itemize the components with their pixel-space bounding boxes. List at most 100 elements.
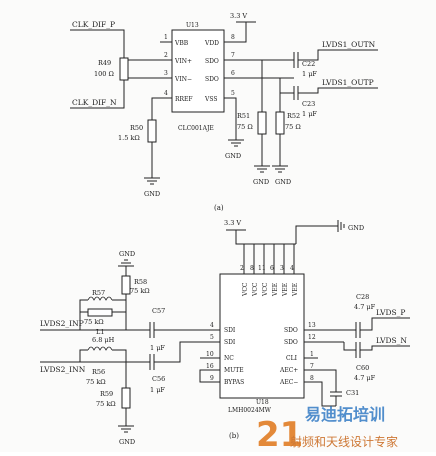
caption-a: (a) bbox=[214, 204, 224, 212]
l1-value: 6.8 μH bbox=[92, 336, 115, 344]
ic-u13-pinnum-1: 1 bbox=[164, 34, 168, 41]
ic-u13-pinnum-2: 2 bbox=[164, 52, 168, 59]
ic-u18-pinnum-5: 5 bbox=[210, 334, 214, 341]
ic-u13-pin-sdo1: SDO bbox=[205, 58, 219, 65]
ic-u18-pin-sdo2: SDO bbox=[284, 339, 298, 346]
r52-ref: R52 bbox=[287, 112, 300, 120]
r59-ref: R59 bbox=[100, 390, 113, 398]
ground-symbol-vss bbox=[228, 139, 244, 147]
label-lvds1-outp: LVDS1_OUTP bbox=[322, 78, 374, 87]
ground-symbol-r50 bbox=[144, 177, 160, 185]
inductor-upper bbox=[87, 296, 113, 301]
ic-u18-pinnum-7: 7 bbox=[310, 363, 314, 370]
label-lvds-p: LVDS_P bbox=[376, 308, 405, 317]
c22-value: 1 μF bbox=[302, 70, 317, 78]
ic-u18-pinnum-4: 4 bbox=[210, 322, 214, 329]
ic-u18-ref: U18 bbox=[256, 399, 269, 406]
ic-u18-pinnum-1: 1 bbox=[310, 351, 314, 358]
c57-value: 1 μF bbox=[150, 344, 165, 352]
resistor-r50 bbox=[147, 119, 157, 143]
resistor-r58 bbox=[121, 275, 131, 295]
r58-ref: R58 bbox=[134, 278, 147, 286]
ic-u18-pin-bypas: BYPAS bbox=[224, 379, 244, 386]
l1-ref: L1 bbox=[96, 328, 104, 336]
ic-u13-pinnum-5: 5 bbox=[231, 90, 235, 97]
ic-u13-pin-rref: RREF bbox=[175, 96, 193, 103]
watermark-big-number: 21 bbox=[256, 415, 303, 452]
r51-value: 75 Ω bbox=[237, 123, 253, 131]
ic-u18-top-pin-6: VEE bbox=[292, 283, 299, 297]
r50-ref: R50 bbox=[130, 124, 143, 132]
caption-b: (b) bbox=[229, 432, 239, 440]
ic-u13-ref: U13 bbox=[186, 22, 199, 29]
ic-u18-pin-aecn: AEC− bbox=[279, 379, 298, 386]
ground-symbol-r59 bbox=[118, 425, 134, 433]
ic-u13-pin-sdo2: SDO bbox=[205, 76, 219, 83]
gnd-label-b1: GND bbox=[119, 250, 135, 258]
capacitor-c23 bbox=[293, 86, 299, 100]
ic-u13-pin-vss: VSS bbox=[204, 96, 217, 103]
resistor-r57 bbox=[87, 308, 113, 317]
ic-u18-pinnum-9: 9 bbox=[210, 375, 214, 382]
gnd-label-a3: GND bbox=[275, 178, 291, 186]
ic-u18-top-pin-5: VEE bbox=[282, 283, 289, 297]
ic-u18-body bbox=[219, 273, 305, 399]
ic-u18-pin-aecp: AEC+ bbox=[279, 367, 298, 374]
diagram-a: U13 CLC001AJE VBB VIN+ VIN− RREF VDD SDO… bbox=[70, 12, 378, 212]
ic-u18-top-pin-1: VCC bbox=[242, 282, 249, 297]
c60-value: 4.7 μF bbox=[354, 374, 376, 382]
ic-u18-pinnum-13: 13 bbox=[308, 322, 316, 329]
capacitor-c28 bbox=[355, 322, 361, 338]
ic-u18-top-pinnum-5: 3 bbox=[280, 265, 284, 272]
ic-u13-body bbox=[171, 29, 225, 113]
ic-u13-part: CLC001AJE bbox=[178, 125, 214, 132]
capacitor-c56 bbox=[149, 354, 155, 370]
capacitor-c22 bbox=[293, 52, 299, 68]
watermark-top-text: 易迪拓培训 bbox=[305, 405, 385, 424]
gnd-label-b2: GND bbox=[119, 438, 135, 446]
c22-ref: C22 bbox=[302, 60, 315, 68]
capacitor-c60 bbox=[355, 342, 361, 358]
ic-u13-pin-vdd: VDD bbox=[204, 40, 219, 47]
ic-u13-pinnum-4: 4 bbox=[164, 90, 168, 97]
resistor-r49 bbox=[119, 57, 129, 81]
gnd-label-a1: GND bbox=[144, 190, 160, 198]
r58-value: 75 kΩ bbox=[130, 287, 150, 295]
ic-u13-pinnum-7: 7 bbox=[231, 52, 235, 59]
resistor-r52 bbox=[275, 111, 285, 135]
c23-value: 1 μF bbox=[302, 110, 317, 118]
ic-u18-top-pin-3: VCC bbox=[262, 282, 269, 297]
r51-ref: R51 bbox=[237, 112, 250, 120]
ic-u13-pinnum-6: 6 bbox=[231, 70, 235, 77]
inductor-lower bbox=[87, 346, 113, 351]
gnd-label-b-top: GND bbox=[348, 224, 364, 232]
ic-u18-pinnum-16: 16 bbox=[206, 363, 214, 370]
diagram-b: U18 LMH0024MW 3.3 V GND 2 8 11 6 3 4 VCC… bbox=[40, 219, 410, 446]
r59-value: 75 kΩ bbox=[96, 400, 116, 408]
r49-ref: R49 bbox=[98, 59, 111, 67]
ic-u18-pin-nc: NC bbox=[224, 355, 234, 362]
supply-label-a: 3.3 V bbox=[230, 12, 247, 20]
r56-ref: R56 bbox=[92, 368, 105, 376]
label-lvds-n: LVDS_N bbox=[376, 336, 407, 345]
ic-u13-pinnum-8: 8 bbox=[231, 34, 235, 41]
r50-value: 1.5 kΩ bbox=[118, 134, 140, 142]
ic-u13-pin-vbb: VBB bbox=[174, 40, 189, 47]
gnd-label-a2: GND bbox=[253, 178, 269, 186]
ic-u13-pin-vinp: VIN+ bbox=[174, 58, 192, 65]
ic-u18-top-pinnum-4: 6 bbox=[270, 265, 274, 272]
capacitor-c31 bbox=[330, 391, 342, 397]
watermark-bottom-text: 射频和天线设计专家 bbox=[290, 434, 398, 449]
ic-u13-pin-vinn: VIN− bbox=[174, 76, 192, 83]
ground-symbol-top-b bbox=[337, 220, 345, 232]
ic-u18-top-pinnum-6: 4 bbox=[290, 265, 294, 272]
net-clk-dif-p bbox=[70, 29, 172, 61]
c56-ref: C56 bbox=[152, 375, 165, 383]
r57-ref: R57 bbox=[92, 289, 105, 297]
ic-u18-pinnum-10: 10 bbox=[206, 351, 214, 358]
ic-u18-pinnum-12: 12 bbox=[308, 334, 316, 341]
r52-value: 75 Ω bbox=[285, 123, 301, 131]
c23-ref: C23 bbox=[302, 100, 315, 108]
ground-symbol-r51 bbox=[254, 165, 270, 173]
